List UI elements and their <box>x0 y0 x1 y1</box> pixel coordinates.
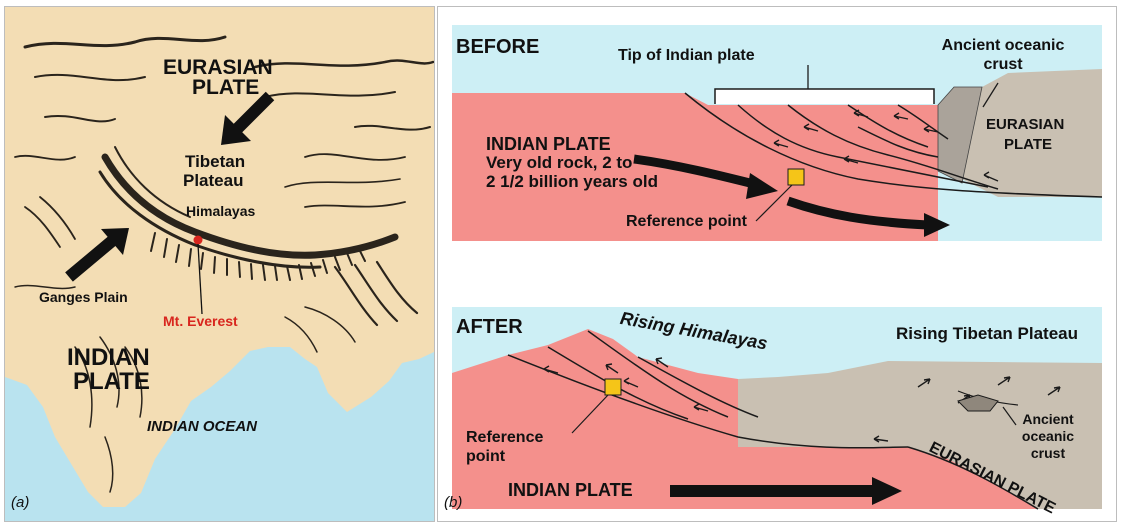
after-reference-marker <box>605 379 621 395</box>
after-oceanic-crust-label-2: oceanic <box>1012 429 1084 444</box>
after-reference-label-2: point <box>466 448 505 465</box>
after-oceanic-crust-label-3: crust <box>1012 446 1084 461</box>
indian-plate-label-2: PLATE <box>73 369 150 395</box>
tibetan-plateau-label-1: Tibetan <box>185 153 245 171</box>
after-indian-plate-label: INDIAN PLATE <box>508 481 633 500</box>
ganges-plain-label: Ganges Plain <box>39 290 128 305</box>
before-indian-plate-label: INDIAN PLATE <box>486 135 611 154</box>
everest-marker <box>194 236 203 245</box>
ancient-oceanic-crust-label-2: crust <box>938 56 1068 73</box>
before-reference-marker <box>788 169 804 185</box>
rising-tibetan-plateau-label: Rising Tibetan Plateau <box>896 325 1078 343</box>
tibetan-plateau-label-2: Plateau <box>183 172 243 190</box>
rock-age-label-1: Very old rock, 2 to <box>486 154 632 172</box>
cross-section-panel: BEFORE Tip of Indian plate Ancient ocean… <box>437 6 1117 522</box>
ancient-oceanic-crust-label-1: Ancient oceanic <box>938 37 1068 54</box>
panel-b-caption: (b) <box>444 495 462 511</box>
himalayas-label: Himalayas <box>186 204 255 219</box>
rock-age-label-2: 2 1/2 billion years old <box>486 173 658 191</box>
after-reference-label-1: Reference <box>466 429 543 446</box>
eurasian-plate-label-2: PLATE <box>192 77 259 100</box>
tip-bracket <box>715 89 934 104</box>
panel-a-caption: (a) <box>11 495 29 511</box>
before-eurasian-label-2: PLATE <box>1004 137 1052 153</box>
mt-everest-label: Mt. Everest <box>163 314 238 329</box>
before-eurasian-label-1: EURASIAN <box>986 117 1064 133</box>
map-panel: EURASIAN PLATE Tibetan Plateau Himalayas… <box>4 6 435 522</box>
after-oceanic-crust-label-1: Ancient <box>1012 412 1084 427</box>
indian-ocean-label: INDIAN OCEAN <box>147 419 257 435</box>
before-heading: BEFORE <box>456 37 539 59</box>
tip-of-indian-plate-label: Tip of Indian plate <box>618 47 755 64</box>
after-heading: AFTER <box>456 317 523 339</box>
before-reference-point-label: Reference point <box>626 213 747 230</box>
